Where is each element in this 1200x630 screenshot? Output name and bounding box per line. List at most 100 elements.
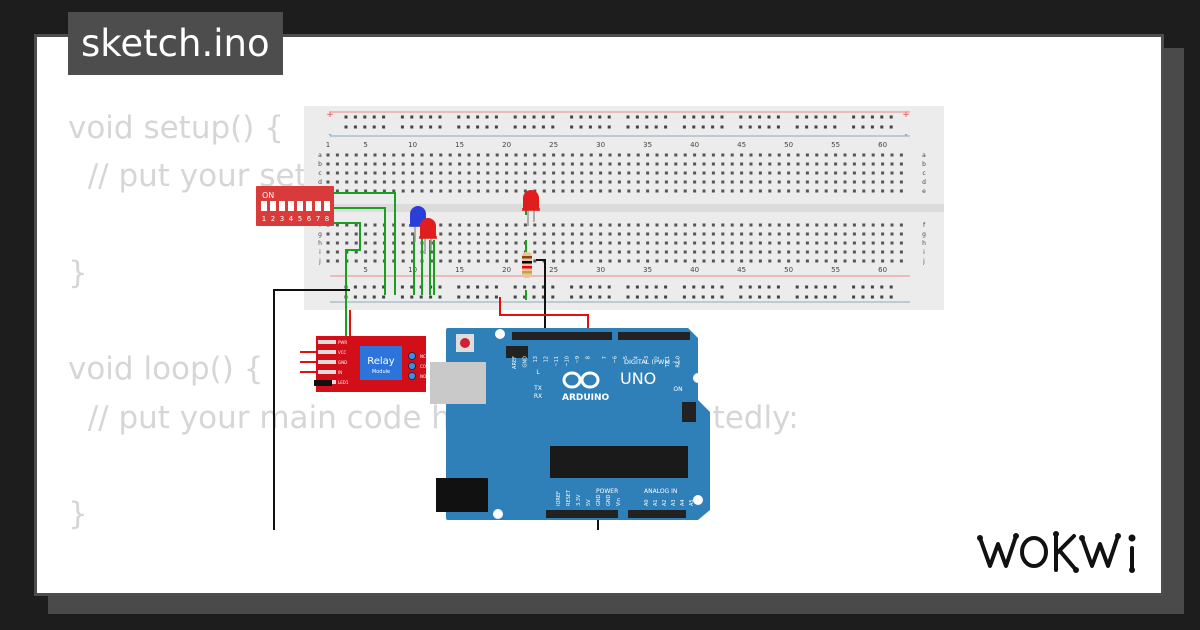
- breadboard-hole: [899, 171, 903, 175]
- breadboard-hole: [392, 180, 396, 184]
- breadboard-hole: [429, 259, 433, 263]
- breadboard-hole: [758, 259, 762, 263]
- breadboard-hole: [881, 153, 885, 157]
- breadboard-hole: [486, 153, 490, 157]
- relay-pin: [318, 340, 336, 344]
- breadboard-hole: [458, 250, 462, 254]
- pin-label: GND: [523, 356, 529, 368]
- rail-hole: [767, 125, 771, 129]
- resistor-band: [522, 266, 532, 269]
- rail-hole: [532, 295, 536, 299]
- dip-toggle: [261, 201, 267, 211]
- breadboard-hole: [843, 180, 847, 184]
- column-number: 10: [408, 141, 417, 149]
- breadboard-hole: [815, 171, 819, 175]
- breadboard-hole: [758, 189, 762, 193]
- breadboard-hole: [636, 223, 640, 227]
- pin-label: ~9: [575, 356, 581, 363]
- breadboard-hole: [683, 259, 687, 263]
- breadboard-hole: [871, 189, 875, 193]
- breadboard-hole: [345, 153, 349, 157]
- rail-hole: [880, 285, 884, 289]
- breadboard-hole: [646, 250, 650, 254]
- breadboard-hole: [411, 241, 415, 245]
- rail-hole: [720, 125, 724, 129]
- rail-hole: [579, 295, 583, 299]
- analog-pin-label: A5: [689, 499, 695, 506]
- analog-header: [628, 510, 686, 518]
- breadboard-hole: [899, 223, 903, 227]
- breadboard-hole: [655, 223, 659, 227]
- rail-hole: [532, 285, 536, 289]
- breadboard-hole: [552, 171, 556, 175]
- breadboard-hole: [608, 259, 612, 263]
- rail-hole: [805, 125, 809, 129]
- breadboard-hole: [702, 189, 706, 193]
- breadboard-hole: [514, 153, 518, 157]
- breadboard-hole: [580, 189, 584, 193]
- breadboard-hole: [561, 153, 565, 157]
- rail-hole: [353, 295, 357, 299]
- breadboard-hole: [815, 223, 819, 227]
- breadboard-hole: [392, 259, 396, 263]
- rail-hole: [353, 125, 357, 129]
- breadboard-hole: [852, 153, 856, 157]
- breadboard-hole: [890, 250, 894, 254]
- breadboard-hole: [740, 250, 744, 254]
- breadboard-hole: [749, 223, 753, 227]
- file-tab[interactable]: sketch.ino: [68, 12, 283, 75]
- breadboard-hole: [458, 223, 462, 227]
- rail-hole: [541, 125, 545, 129]
- breadboard-hole: [721, 162, 725, 166]
- pin-label: 13: [533, 356, 539, 362]
- breadboard-hole: [787, 180, 791, 184]
- breadboard-hole: [467, 180, 471, 184]
- breadboard-hole: [523, 232, 527, 236]
- breadboard-hole: [373, 162, 377, 166]
- column-number: 5: [363, 141, 367, 149]
- column-number: 55: [831, 141, 840, 149]
- rail-hole: [795, 115, 799, 119]
- rail-hole: [645, 295, 649, 299]
- rail-hole: [466, 285, 470, 289]
- breadboard-hole: [523, 153, 527, 157]
- column-number: 10: [408, 266, 417, 274]
- code-line: }: [68, 254, 88, 291]
- breadboard-hole: [552, 250, 556, 254]
- rx-label: RX: [534, 393, 542, 400]
- rail-hole: [823, 125, 827, 129]
- breadboard-hole: [439, 171, 443, 175]
- breadboard-hole: [335, 162, 339, 166]
- breadboard-hole: [683, 232, 687, 236]
- breadboard-hole: [392, 223, 396, 227]
- breadboard-hole: [890, 171, 894, 175]
- breadboard-hole: [392, 232, 396, 236]
- breadboard-hole: [749, 250, 753, 254]
- breadboard-hole: [335, 232, 339, 236]
- breadboard-hole: [627, 171, 631, 175]
- breadboard-hole: [899, 153, 903, 157]
- breadboard-hole: [693, 171, 697, 175]
- breadboard-hole: [674, 223, 678, 227]
- breadboard-hole: [862, 259, 866, 263]
- breadboard-hole: [636, 162, 640, 166]
- rail-hole: [748, 285, 752, 289]
- rail-hole: [889, 295, 893, 299]
- breadboard-hole: [824, 171, 828, 175]
- breadboard-hole: [871, 232, 875, 236]
- red-led: [522, 190, 540, 226]
- code-line: void loop() {: [68, 351, 264, 388]
- breadboard-hole: [777, 180, 781, 184]
- breadboard-hole: [608, 171, 612, 175]
- breadboard-hole: [373, 171, 377, 175]
- rail-hole: [598, 125, 602, 129]
- rail-hole: [494, 285, 498, 289]
- rail-hole: [344, 115, 348, 119]
- breadboard-hole: [899, 250, 903, 254]
- breadboard-hole: [683, 180, 687, 184]
